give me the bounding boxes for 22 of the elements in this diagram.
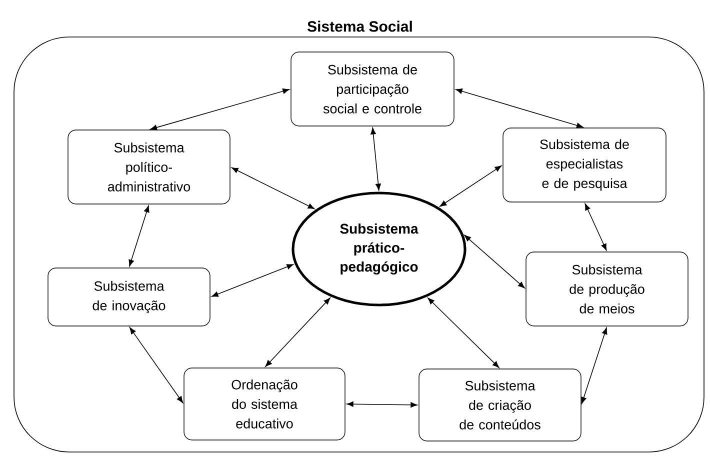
subsystem-box: Subsistema de especialistas e de pesquisa (502, 128, 666, 202)
double-arrow (346, 401, 418, 408)
double-arrow (150, 88, 290, 130)
subsystem-box: Subsistema político- administrativo (68, 130, 230, 204)
double-arrow (128, 206, 150, 266)
double-arrow (440, 166, 502, 207)
subsystem-box: Ordenação do sistema educativo (184, 368, 346, 440)
double-arrow (130, 327, 184, 404)
double-arrow (464, 234, 525, 288)
subsystem-box: Subsistema de produção de meios (526, 252, 688, 326)
double-arrow (584, 203, 607, 251)
subsystem-box: Subsistema de inovação (48, 268, 210, 326)
double-arrow (231, 167, 315, 210)
double-arrow (211, 264, 294, 297)
node-label: Sistema Social (308, 20, 412, 32)
subsystem-box: Subsistema de participação social e controle (290, 52, 454, 126)
double-arrow (370, 128, 381, 190)
double-arrow (581, 328, 608, 404)
subsystem-box: Subsistema de criação de conteúdos (418, 368, 582, 442)
double-arrow (456, 88, 584, 128)
double-arrow (428, 298, 500, 368)
double-arrow (265, 298, 330, 367)
